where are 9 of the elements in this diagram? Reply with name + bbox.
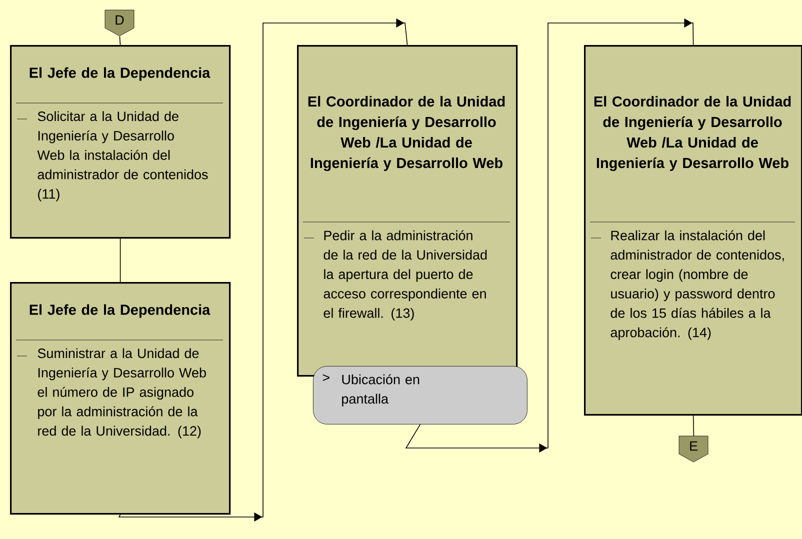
connector-line <box>120 238 121 282</box>
connector-line <box>119 36 121 46</box>
process-box: El Coordinador de la Unidad de Ingeniería y Desarrollo Web /La Unidad de Ingeniería y Desarrollo Web Realizar la instalación del administrador de contenidos, crear login (nombre de usuario) y password dentro de los 15 días hábiles a la aprobación. (14) <box>584 45 802 416</box>
connector-line <box>405 18 694 453</box>
process-box: El Jefe de la Dependencia Solicitar a la Unidad de Ingeniería y Desarrollo Web la instalación del administrador de contenidos (11) <box>10 45 231 239</box>
connector-line <box>692 415 694 436</box>
callout-box: > Ubicación en pantalla <box>313 366 528 424</box>
process-box: El Jefe de la Dependencia Suministrar a la Unidad de Ingeniería y Desarrollo Web el número de IP asignado por la administración de la red de la Universidad. (12) <box>10 282 231 515</box>
connector-line <box>118 18 408 522</box>
